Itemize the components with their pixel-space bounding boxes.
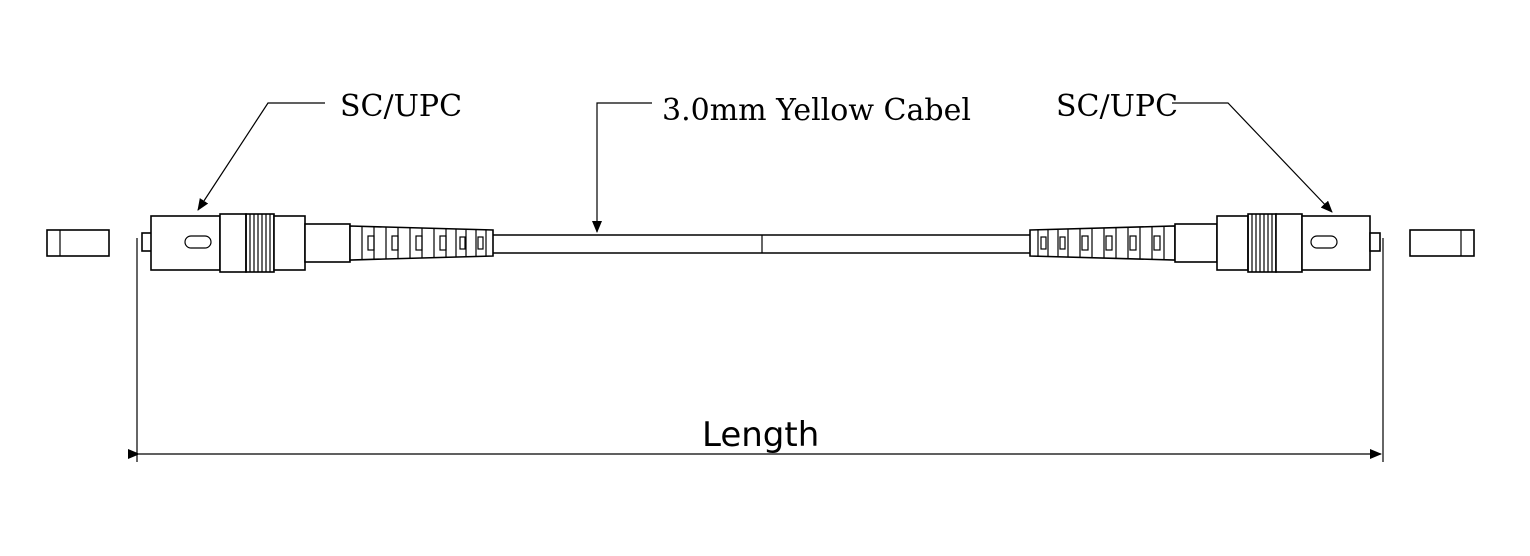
left-sc-upc-connector [141,213,351,273]
right-connector-label: SC/UPC [1056,89,1178,124]
left-strain-relief-boot [349,225,494,261]
right-dust-cap [1409,229,1475,257]
right-connector-leader [1172,102,1333,213]
left-connector-label: SC/UPC [340,89,462,124]
fiber-cable [493,234,1030,254]
left-dust-cap [46,229,110,257]
length-dimension [128,238,1384,462]
right-sc-upc-connector [1174,213,1381,273]
left-connector-leader [197,102,325,211]
cable-leader [592,102,652,233]
cable-label: 3.0mm Yellow Cabel [662,93,971,128]
length-label: Length [702,415,819,455]
right-strain-relief-boot [1029,225,1176,261]
